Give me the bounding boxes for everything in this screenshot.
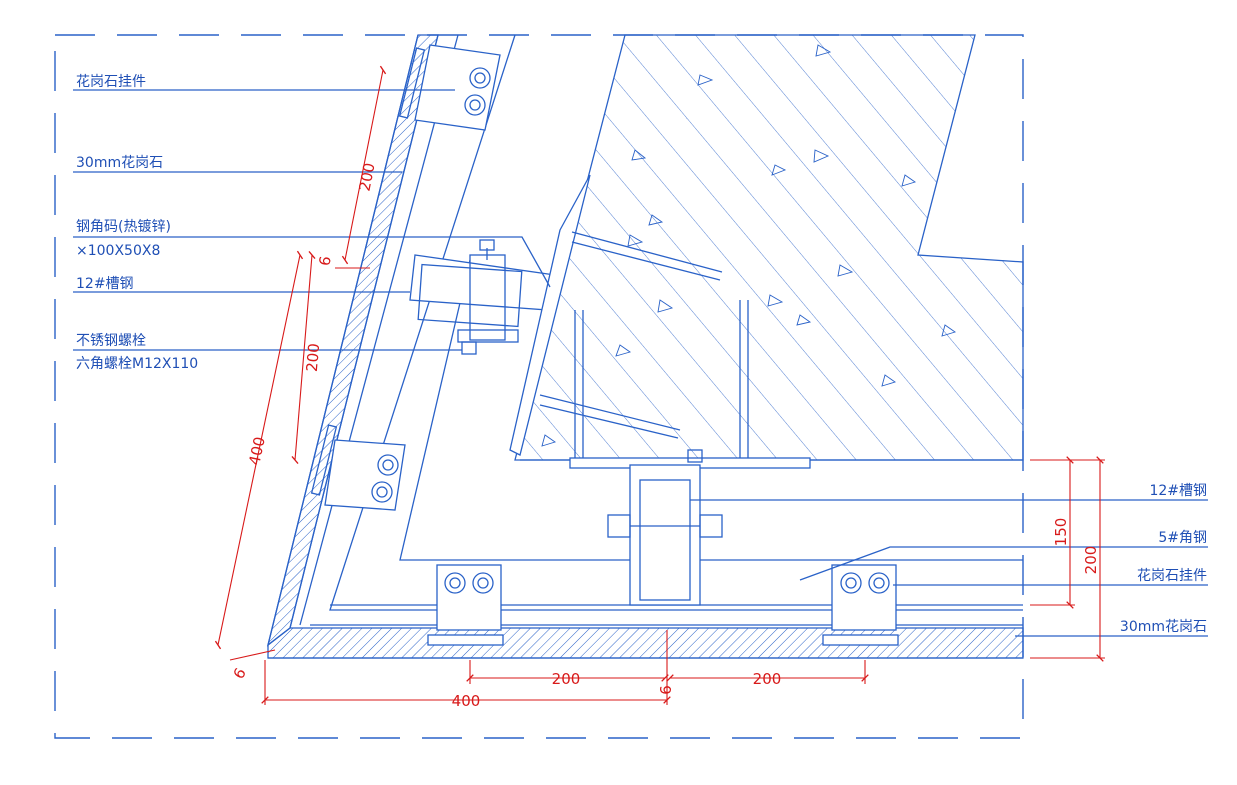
dim-6-corner: 6 [229,665,249,682]
dim-200-top: 200 [356,161,379,193]
label-channel-12-right: 12#槽钢 [1149,483,1207,499]
label-granite-30mm: 30mm花岗石 [76,155,163,171]
granite-panel-bottom [267,627,1024,659]
granite-panel-slanted [266,34,439,647]
dim-400-bottom: 400 [452,692,481,710]
label-ss-bolt: 不锈钢螺栓 [76,333,146,349]
label-granite-hanger: 花岗石挂件 [76,74,146,90]
label-steel-angle: 钢角码(热镀锌) [76,218,171,235]
concrete-column [514,34,1024,461]
dim-6-upper: 6 [315,255,334,268]
hanger-top [398,44,501,131]
leader-lines-right [690,499,1208,637]
label-steel-angle-size: ×100X50X8 [76,243,160,259]
dim-200-mid: 200 [303,343,323,373]
label-angle-5: 5#角钢 [1158,530,1207,546]
label-hex-bolt: 六角螺栓M12X110 [76,356,198,372]
dimension-lines [214,65,1105,705]
channel-steel-bottom [569,449,811,606]
dim-6-bottom: 6 [657,685,675,695]
dim-400-left: 400 [245,435,269,467]
label-granite-hanger-right: 花岗石挂件 [1137,568,1207,584]
dim-200-right: 200 [1082,546,1100,575]
dim-150-right: 150 [1052,518,1070,547]
label-granite-30mm-right: 30mm花岗石 [1120,619,1207,635]
dim-200-bottom-right: 200 [753,670,782,688]
label-channel-12: 12#槽钢 [76,276,134,292]
hanger-middle [310,424,406,511]
steel-angle-upper [409,174,749,460]
hanger-bottom-left [427,564,504,646]
hanger-bottom-right [822,564,899,646]
dim-200-bottom-left: 200 [552,670,581,688]
